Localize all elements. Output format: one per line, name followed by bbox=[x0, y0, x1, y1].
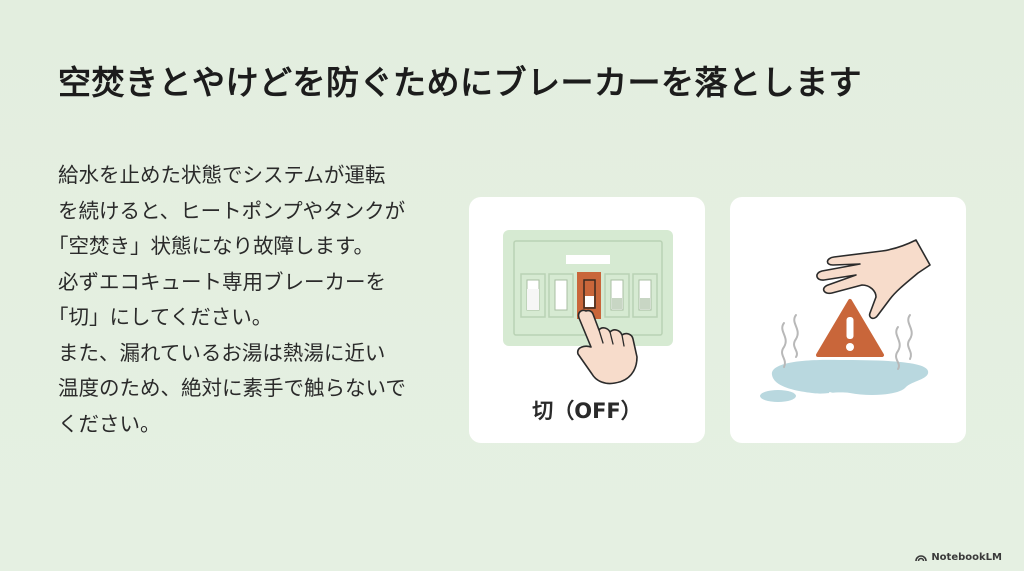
body-text: 給水を止めた状態でシステムが運転 を続けると、ヒートポンプやタンクが 「空焚き」… bbox=[48, 158, 458, 442]
body-line: 必ずエコキュート専用ブレーカーを bbox=[58, 269, 386, 294]
breaker-card: 切（OFF） bbox=[469, 197, 705, 443]
off-label: 切（OFF） bbox=[532, 399, 642, 423]
body-line: 給水を止めた状態でシステムが運転 bbox=[58, 163, 386, 187]
body-line: 「切」にしてください。 bbox=[48, 305, 273, 329]
body-line: を続けると、ヒートポンプやタンクが bbox=[58, 198, 406, 223]
hot-water-card bbox=[730, 197, 966, 443]
body-line: 温度のため、絶対に素手で触らないで bbox=[58, 376, 406, 400]
body-line: ください。 bbox=[58, 411, 161, 436]
hand-over-hot-water-warning-icon bbox=[760, 239, 931, 402]
breaker-panel-hand-icon bbox=[503, 230, 673, 385]
notebooklm-brand: NotebookLM bbox=[915, 552, 1002, 563]
body-line: また、漏れているお湯は熱湯に近い bbox=[58, 340, 386, 365]
brand-label: NotebookLM bbox=[931, 552, 1002, 563]
slide-title: 空焚きとやけどを防ぐためにブレーカーを落とします bbox=[58, 63, 862, 102]
notebooklm-logo-icon bbox=[915, 555, 928, 562]
body-line: 「空焚き」状態になり故障します。 bbox=[48, 234, 374, 258]
